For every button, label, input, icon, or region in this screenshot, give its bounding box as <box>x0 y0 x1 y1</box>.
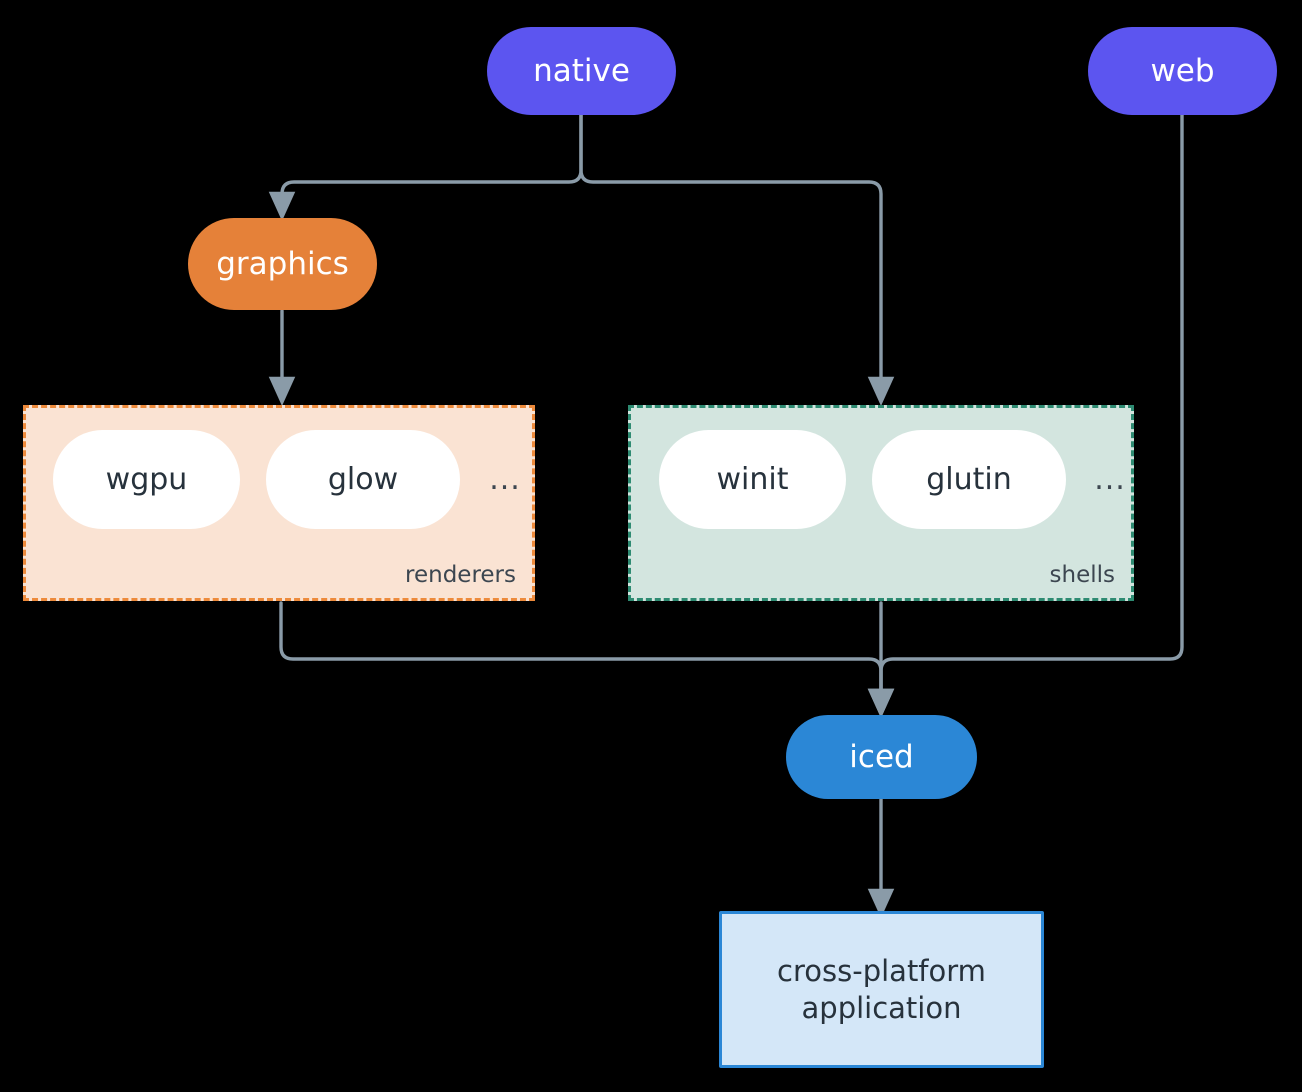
node-iced[interactable]: iced <box>786 715 977 799</box>
edge-native-to-shells <box>579 111 895 406</box>
leaf-wgpu[interactable]: wgpu <box>53 430 240 529</box>
cluster-shells-title: shells <box>1049 562 1115 588</box>
edge-native-to-graphics <box>268 111 583 221</box>
leaf-glow[interactable]: glow <box>266 430 460 529</box>
leaf-glow-label: glow <box>327 462 399 497</box>
node-graphics-label: graphics <box>216 245 349 282</box>
leaf-wgpu-label: wgpu <box>105 462 188 497</box>
shells-overflow-label: ... <box>1094 462 1126 497</box>
application-label-line1: cross-platform <box>777 954 986 989</box>
shells-overflow-ellipsis: ... <box>1087 430 1133 529</box>
renderers-overflow-label: ... <box>489 462 521 497</box>
node-native[interactable]: native <box>487 27 676 115</box>
node-web-label: web <box>1150 52 1215 89</box>
leaf-glutin[interactable]: glutin <box>872 430 1066 529</box>
node-native-label: native <box>533 52 630 89</box>
renderers-overflow-ellipsis: ... <box>482 430 528 529</box>
node-cross-platform-application[interactable]: cross-platform application <box>719 911 1044 1068</box>
leaf-winit[interactable]: winit <box>659 430 846 529</box>
node-iced-label: iced <box>849 738 914 775</box>
cluster-renderers: wgpu glow ... renderers <box>23 405 535 601</box>
cluster-shells: winit glutin ... shells <box>628 405 1134 601</box>
leaf-glutin-label: glutin <box>926 462 1012 497</box>
edge-renderers-to-iced <box>279 601 895 718</box>
cluster-renderers-title: renderers <box>405 562 516 588</box>
application-label-line2: application <box>801 990 962 1025</box>
node-graphics[interactable]: graphics <box>188 218 377 310</box>
node-web[interactable]: web <box>1088 27 1277 115</box>
leaf-winit-label: winit <box>716 462 789 497</box>
